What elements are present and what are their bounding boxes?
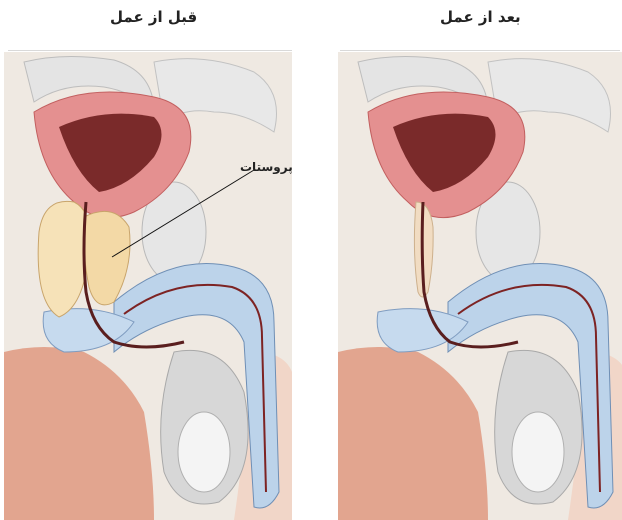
before-anatomy-drawing (4, 52, 292, 520)
after-anatomy-drawing (338, 52, 622, 520)
after-panel-title: بعد از عمل (440, 8, 521, 26)
prostate-label: پروستات (240, 160, 292, 174)
title-divider-right (340, 50, 620, 51)
before-surgery-illustration: پروستات (4, 52, 292, 520)
before-panel-title: قبل از عمل (110, 8, 197, 26)
title-divider-left (8, 50, 292, 51)
after-surgery-illustration (338, 52, 622, 520)
